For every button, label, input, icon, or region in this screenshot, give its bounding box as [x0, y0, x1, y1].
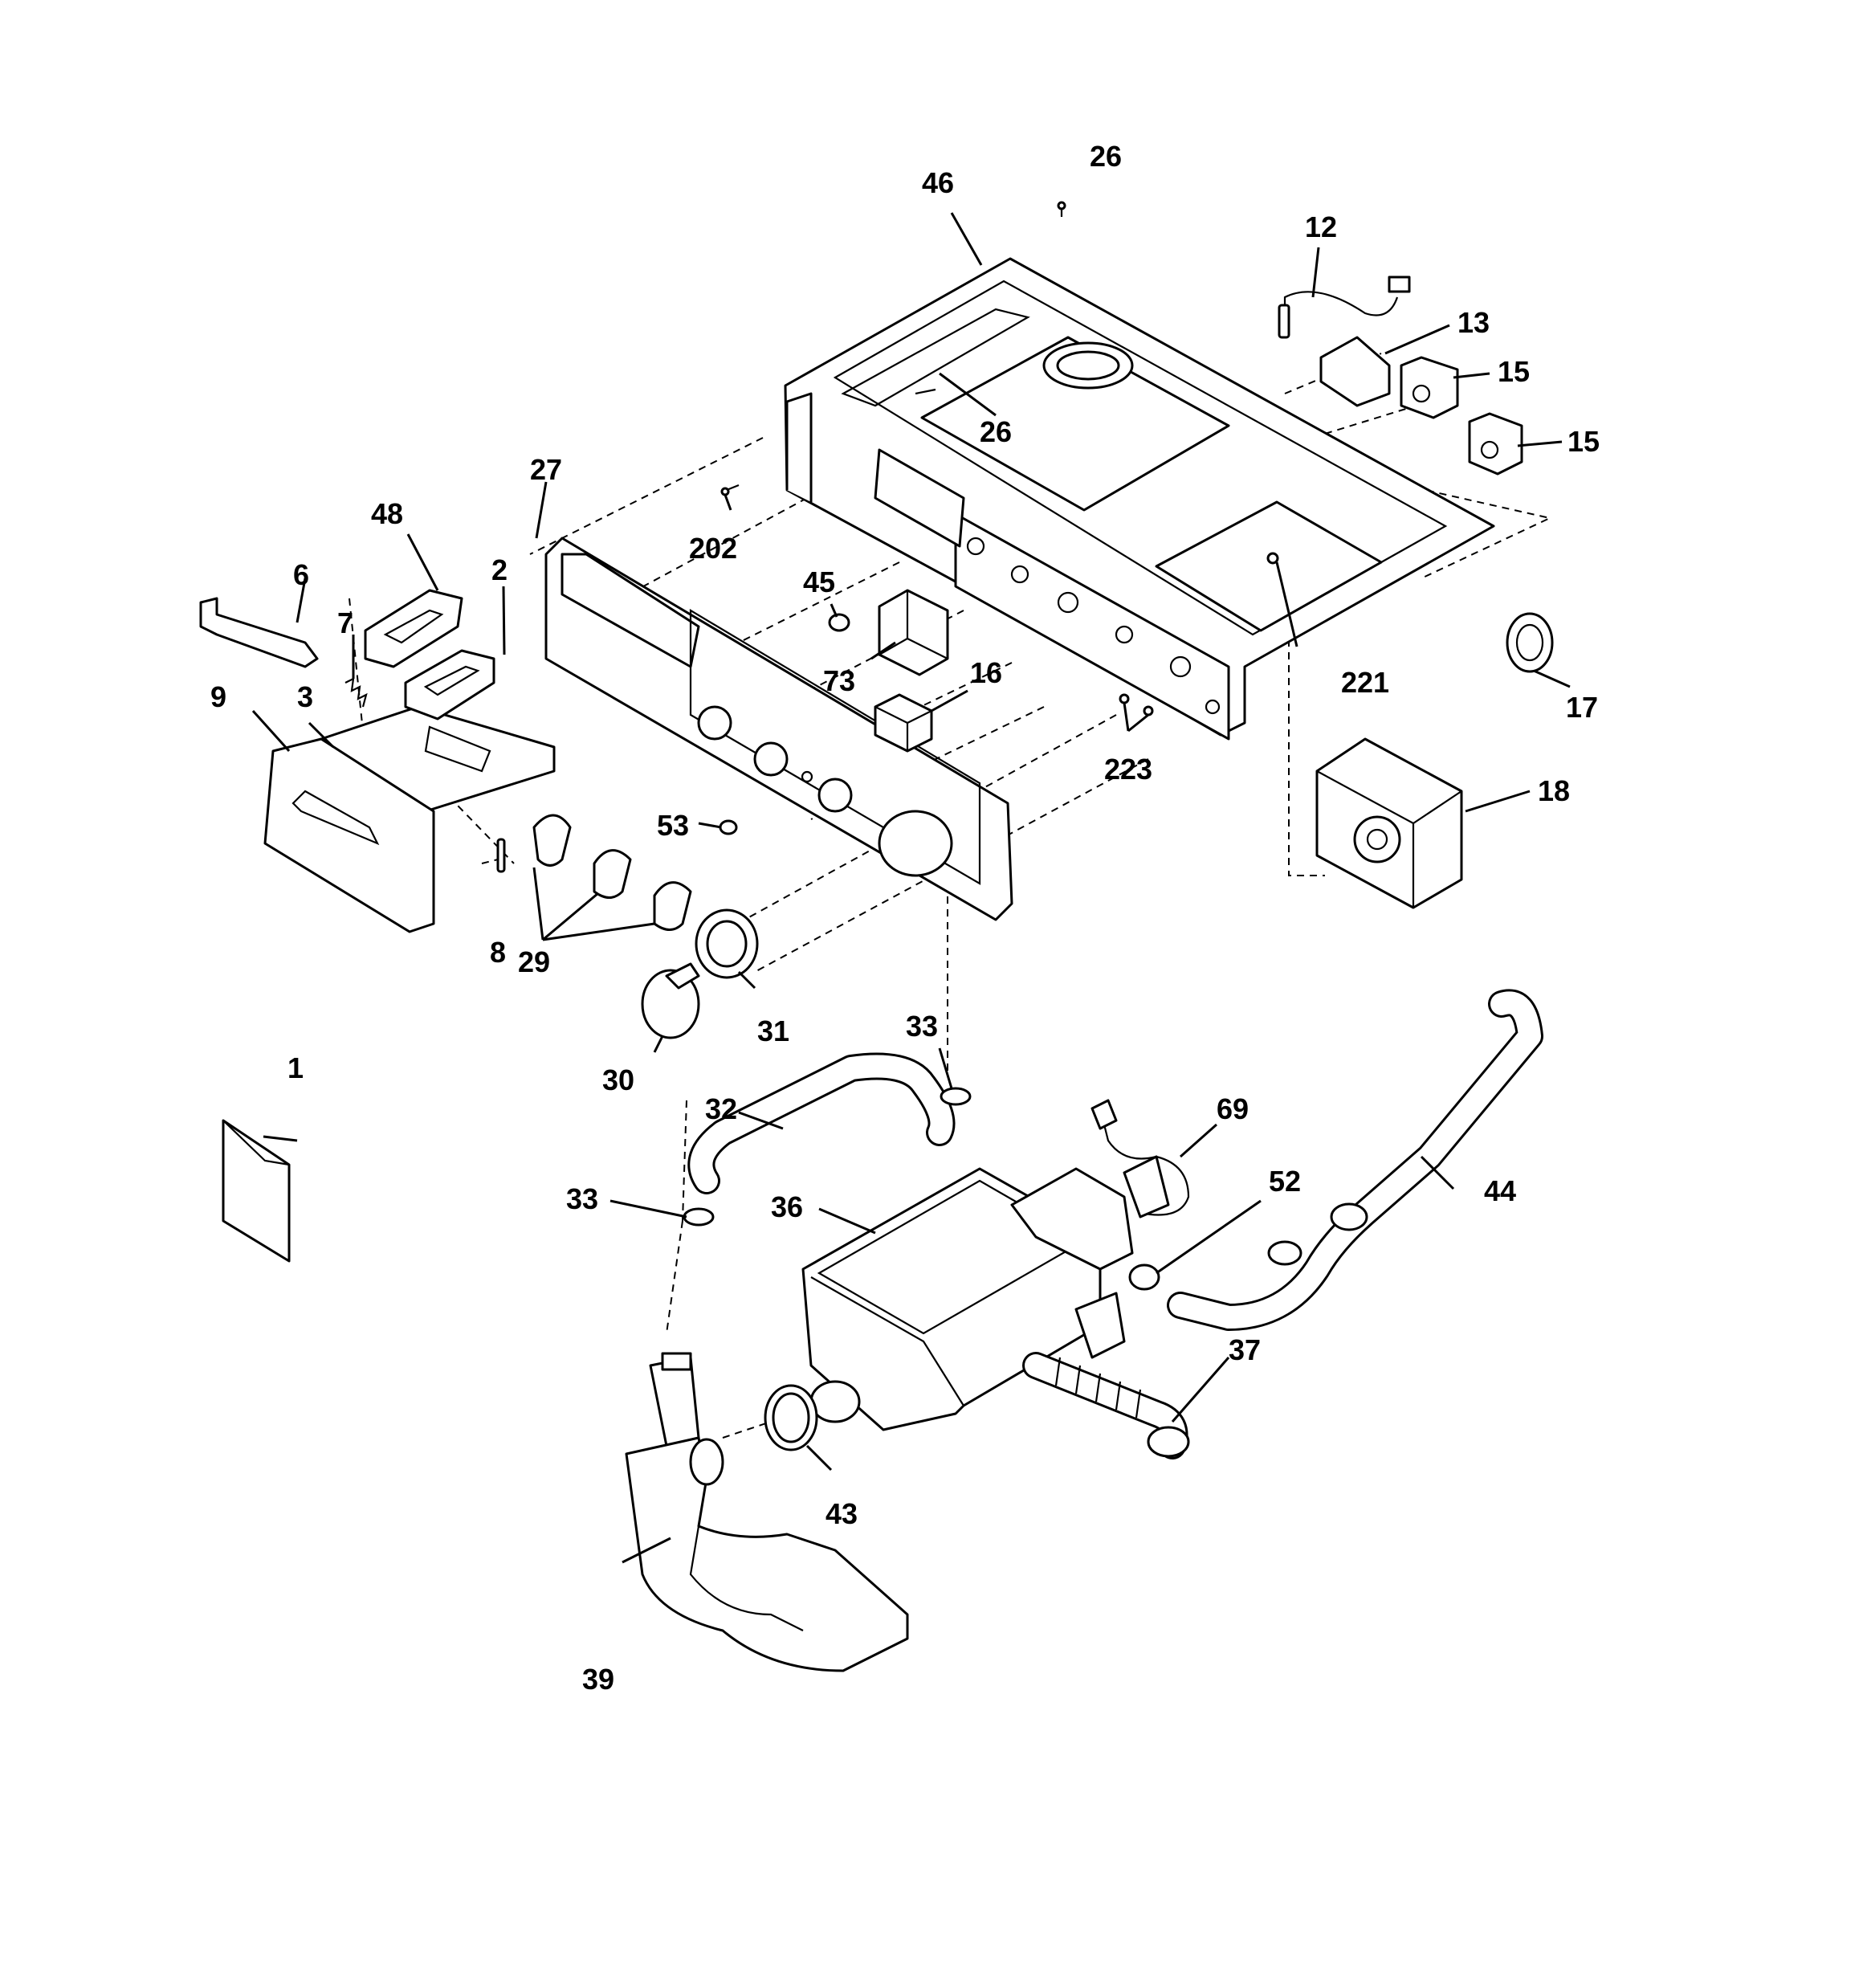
callout-46: 46	[922, 166, 954, 199]
callout-13: 13	[1457, 306, 1490, 339]
callout-52: 52	[1269, 1165, 1301, 1198]
switch-13	[1319, 336, 1391, 407]
knob-29-b	[593, 849, 632, 899]
pin-8	[496, 838, 506, 873]
callout-7: 7	[337, 606, 353, 639]
bellows-hose-37	[1022, 1352, 1190, 1459]
screw-221	[1266, 552, 1279, 565]
callout-36: 36	[771, 1190, 803, 1223]
callout-53: 53	[657, 809, 689, 842]
knob-ring-31	[695, 908, 759, 979]
callout-31: 31	[757, 1014, 789, 1047]
callout-73: 73	[823, 664, 855, 697]
screw-26-top	[1057, 201, 1066, 217]
fill-duct-39	[625, 1352, 909, 1672]
knob-29-a	[532, 814, 572, 867]
clamp-33-bottom	[683, 1207, 715, 1227]
callout-8: 8	[490, 936, 506, 969]
wire-12	[1278, 276, 1411, 339]
callout-17: 17	[1566, 691, 1598, 724]
callout-223: 223	[1104, 753, 1152, 786]
callout-18: 18	[1538, 774, 1570, 807]
callout-48: 48	[371, 497, 403, 530]
callout-labels: 46 26 12 13 15 15 26 27 48 2 6 7 9 3 202…	[210, 140, 1600, 1696]
callout-15-a: 15	[1498, 355, 1530, 388]
callout-26-top: 26	[1090, 140, 1122, 173]
drawer-insert-48	[364, 589, 463, 668]
dispenser-drawer-9	[263, 705, 556, 933]
callout-44: 44	[1484, 1174, 1516, 1207]
knob-30	[641, 962, 700, 1039]
drain-hose-44	[1167, 989, 1543, 1331]
grommet-45	[828, 613, 850, 632]
callout-32: 32	[705, 1092, 737, 1125]
relay-16	[874, 693, 933, 753]
callout-16: 16	[970, 656, 1002, 689]
callout-6: 6	[293, 558, 309, 591]
console-frame-46	[784, 257, 1495, 741]
callout-2: 2	[491, 553, 508, 586]
callout-39: 39	[582, 1663, 614, 1696]
callout-33-top: 33	[906, 1010, 938, 1043]
callout-45: 45	[803, 565, 835, 598]
control-panel-27	[544, 537, 1013, 921]
callout-26-inner: 26	[980, 415, 1012, 448]
callout-12: 12	[1305, 210, 1337, 243]
callout-37: 37	[1229, 1333, 1261, 1366]
callout-202: 202	[689, 532, 737, 565]
gasket-43	[764, 1384, 818, 1451]
callout-27: 27	[530, 453, 562, 486]
callout-15-b: 15	[1567, 425, 1600, 458]
callout-3: 3	[297, 680, 313, 713]
hose-32	[687, 1052, 956, 1194]
screw-26-inner	[915, 388, 936, 395]
selector-15-b	[1468, 412, 1523, 476]
callout-43: 43	[826, 1497, 858, 1530]
callout-1: 1	[287, 1051, 304, 1084]
clamp-33-top	[940, 1087, 972, 1106]
screw-202	[720, 484, 740, 496]
switch-73	[878, 589, 949, 676]
callout-69: 69	[1217, 1092, 1249, 1125]
lever-6	[199, 597, 319, 668]
manual-envelope-1	[222, 1119, 291, 1263]
valve-wire-69	[1090, 1099, 1190, 1219]
selector-15-a	[1400, 356, 1459, 419]
leader-lines	[251, 212, 1571, 1564]
pressure-switch-17	[1506, 612, 1554, 673]
timer-18	[1315, 737, 1463, 909]
button-53	[719, 819, 738, 835]
callout-33-bottom: 33	[566, 1182, 598, 1215]
knob-29-c	[653, 881, 692, 931]
callout-29: 29	[518, 945, 550, 978]
callout-221: 221	[1341, 666, 1389, 699]
callout-30: 30	[602, 1063, 634, 1096]
drawer-insert-2	[404, 649, 495, 720]
clamp-52	[1128, 1263, 1160, 1291]
callout-9: 9	[210, 680, 226, 713]
spring-7	[344, 677, 368, 708]
